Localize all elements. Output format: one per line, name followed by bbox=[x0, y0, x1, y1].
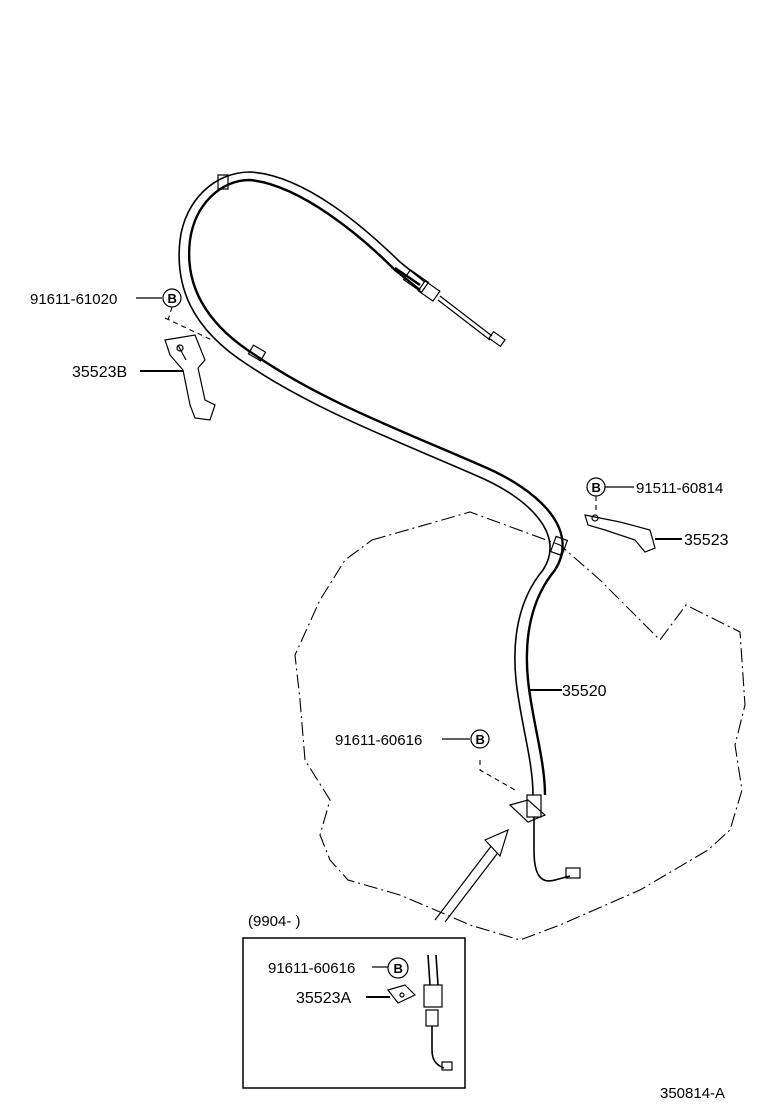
svg-text:B: B bbox=[476, 732, 485, 747]
marker-b-upper-left: B bbox=[162, 288, 182, 308]
figure-id: 350814-A bbox=[660, 1085, 725, 1102]
part-label-35523b: 35523B bbox=[72, 364, 127, 381]
part-label-91611-61020: 91611-61020 bbox=[30, 291, 117, 308]
svg-text:B: B bbox=[168, 291, 177, 306]
inset-part-label-35523a: 35523A bbox=[296, 990, 351, 1007]
cable-end-lower bbox=[508, 794, 581, 882]
part-label-35520: 35520 bbox=[562, 683, 607, 700]
inset-part-label-91611-60616: 91611-60616 bbox=[268, 960, 355, 977]
marker-b-right: B bbox=[586, 477, 606, 497]
part-label-35523: 35523 bbox=[684, 532, 729, 549]
inset-marker-b: B bbox=[387, 957, 409, 979]
bracket-35523 bbox=[584, 514, 656, 553]
shift-cable bbox=[178, 171, 569, 796]
marker-b-lower: B bbox=[470, 729, 490, 749]
cable-end-upper bbox=[394, 267, 506, 348]
bracket-35523b bbox=[164, 317, 216, 421]
svg-text:B: B bbox=[394, 961, 403, 976]
svg-text:B: B bbox=[592, 480, 601, 495]
inset-range-label: (9904- ) bbox=[248, 913, 301, 930]
inset-frame bbox=[242, 937, 466, 1089]
part-label-91511-60814: 91511-60814 bbox=[636, 480, 723, 497]
inset-cable-end bbox=[386, 954, 453, 1071]
inset-callout-arrow bbox=[434, 828, 509, 923]
part-label-91611-60616: 91611-60616 bbox=[335, 732, 422, 749]
transmission-housing-outline bbox=[294, 511, 746, 941]
